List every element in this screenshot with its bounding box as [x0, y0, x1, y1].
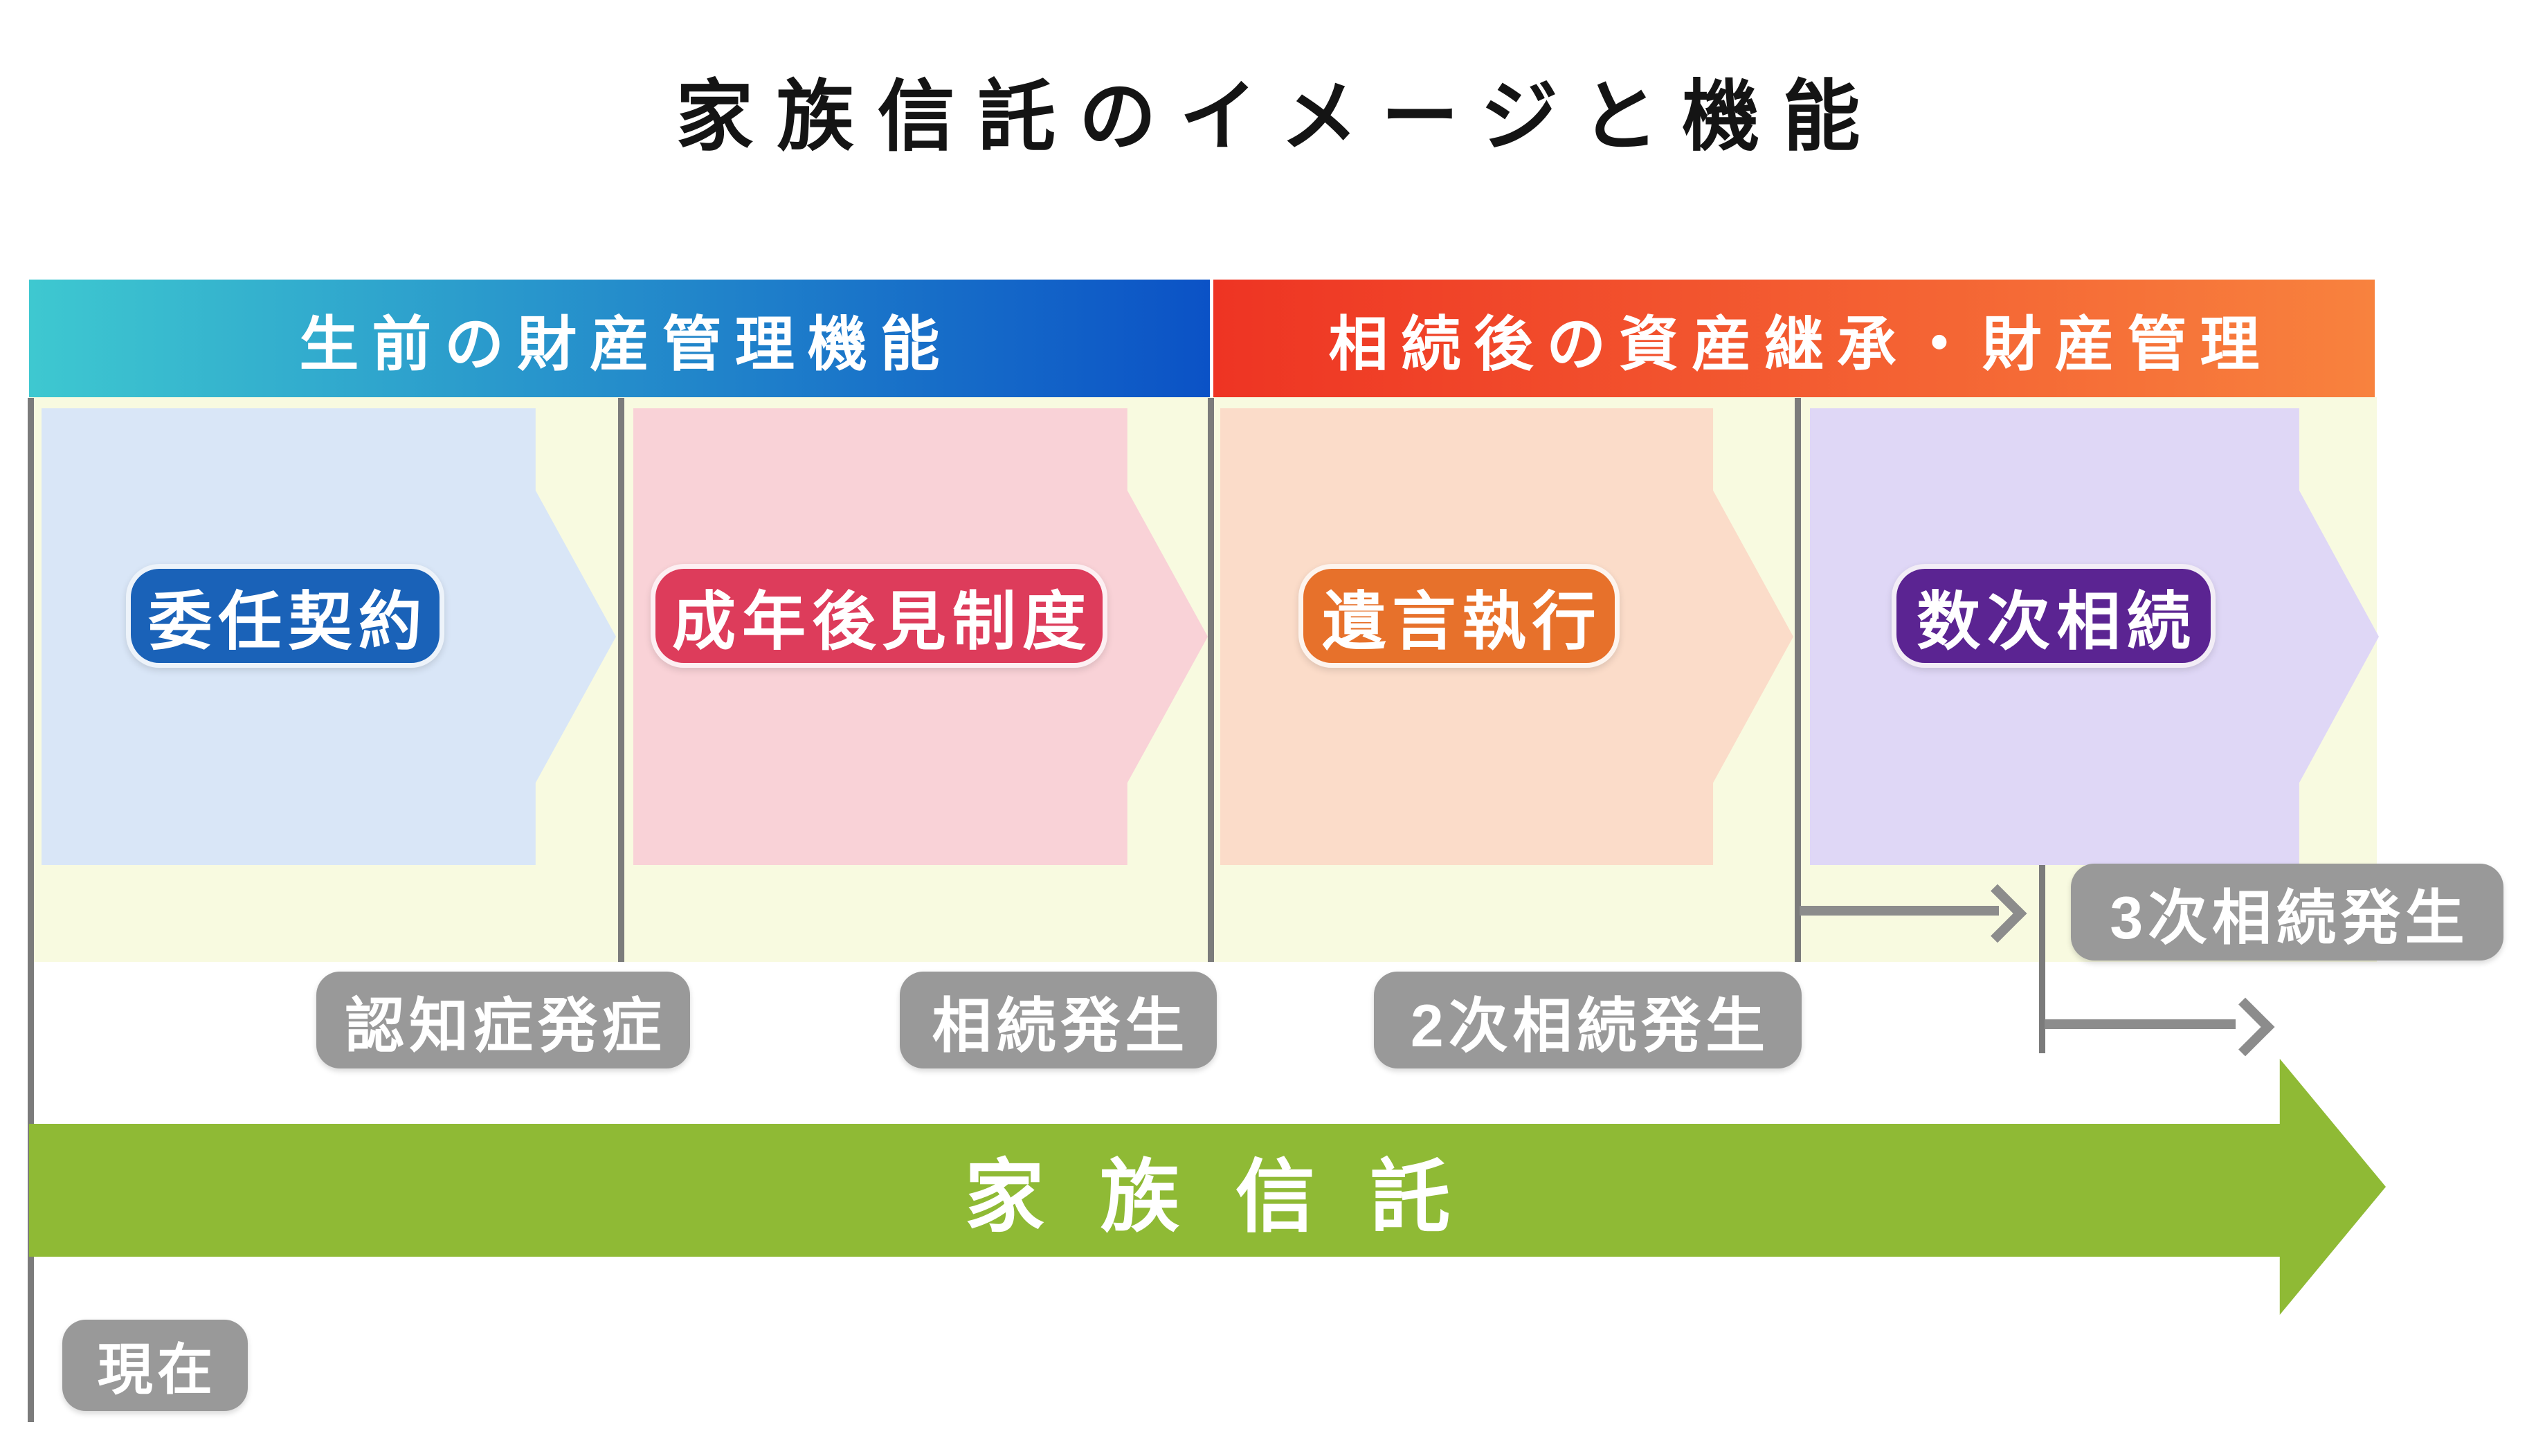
header-lifetime-label: 生前の財産管理機能	[299, 311, 953, 378]
family-trust-timeline-label: 家族信託	[964, 1153, 1506, 1241]
header-post-inheritance: 相続後の資産継承・財産管理	[1213, 280, 2375, 397]
arrow-after-third-inheritance-head-icon	[2216, 997, 2275, 1057]
event-second-inheritance-label: 2次相続発生	[1410, 992, 1770, 1059]
arrow-after-third-inheritance-shaft	[2045, 1019, 2236, 1029]
event-badge-second-inheritance: 2次相続発生	[1374, 972, 1802, 1068]
now-label: 現在	[97, 1339, 217, 1401]
badge-will-execution-label: 遺言執行	[1322, 586, 1602, 657]
event-dementia-onset-label: 認知症発症	[345, 992, 667, 1059]
badge-successive-inheritance-label: 数次相続	[1917, 586, 2197, 657]
arrow-to-third-inheritance-shaft	[1800, 906, 1999, 916]
event-inheritance-label: 相続発生	[932, 992, 1190, 1059]
badge-delegation-contract: 委任契約	[126, 564, 444, 668]
badge-delegation-contract-label: 委任契約	[148, 586, 428, 657]
badge-adult-guardianship-label: 成年後見制度	[671, 586, 1093, 657]
separator-line-now	[28, 398, 34, 1422]
separator-line-dementia	[618, 398, 624, 962]
event-badge-inheritance: 相続発生	[900, 972, 1217, 1068]
header-lifetime-management: 生前の財産管理機能	[29, 280, 1210, 397]
event-badge-third-inheritance: 3次相続発生	[2071, 864, 2503, 961]
separator-line-second-inheritance	[1795, 398, 1801, 962]
badge-will-execution: 遺言執行	[1298, 564, 1620, 668]
page-title: 家族信託のイメージと機能	[676, 73, 1884, 160]
now-badge: 現在	[62, 1320, 248, 1411]
event-badge-dementia-onset: 認知症発症	[316, 972, 690, 1068]
header-post-inheritance-label: 相続後の資産継承・財産管理	[1328, 311, 2273, 378]
event-third-inheritance-label: 3次相続発生	[2110, 884, 2470, 952]
badge-adult-guardianship: 成年後見制度	[651, 564, 1107, 668]
badge-successive-inheritance: 数次相続	[1892, 564, 2216, 668]
separator-line-inheritance	[1208, 398, 1214, 962]
separator-line-third-inheritance	[2039, 865, 2045, 1053]
